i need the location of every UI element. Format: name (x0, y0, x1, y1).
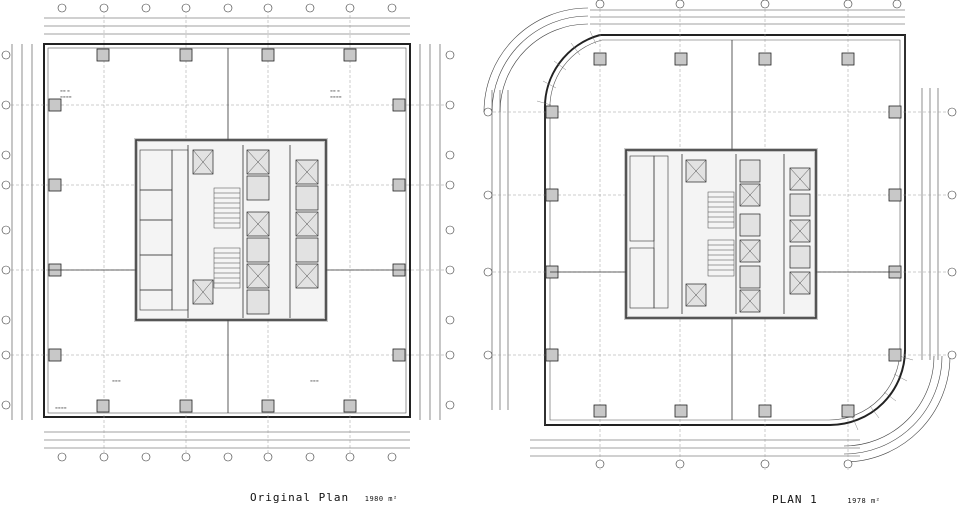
grid-bubbles-right (445, 50, 455, 410)
tenant-divider-lines (550, 40, 900, 420)
svg-text:≡≡≡: ≡≡≡ (112, 379, 121, 383)
left-dimension-lines (491, 90, 509, 410)
right-dimension-lines (419, 44, 441, 420)
grid-bubbles-left (1, 50, 11, 410)
svg-text:≡≡ ≡: ≡≡ ≡ (330, 89, 340, 93)
bottom-dimension-lines (44, 431, 410, 449)
left-dimension-lines (11, 44, 33, 420)
glazing-lines (544, 35, 906, 425)
plan-1-title: PLAN 1 (772, 493, 818, 506)
floor-slab-inner (549, 39, 901, 421)
perimeter-columns (48, 48, 406, 413)
grid-bubbles-bottom (595, 459, 853, 469)
room-annotations: ≡≡ ≡ ≡≡≡≡ ≡≡ ≡ ≡≡≡≡ ≡≡≡ ≡≡≡ ≡≡≡≡ (55, 89, 342, 410)
original-plan-caption: Original Plan 1980 m² (250, 486, 398, 505)
svg-text:≡≡ ≡: ≡≡ ≡ (60, 89, 70, 93)
grid-bubbles-right (947, 107, 957, 360)
grid-bubbles-top (595, 0, 902, 9)
stair-cores (213, 187, 241, 289)
original-plan-drawing: ≡≡ ≡ ≡≡≡≡ ≡≡ ≡ ≡≡≡≡ ≡≡≡ ≡≡≡ ≡≡≡≡ (1, 3, 455, 462)
elevator-cab-crosses (192, 149, 319, 305)
building-core (624, 148, 818, 320)
top-dimension-lines (44, 17, 410, 35)
plan-1-drawing (483, 0, 957, 470)
elevator-cab-crosses (685, 159, 811, 313)
plan-1-caption: PLAN 1 1978 m² (772, 488, 880, 507)
grid-bubbles-bottom (57, 452, 397, 462)
tenant-divider-lines (48, 48, 406, 413)
svg-text:≡≡≡≡: ≡≡≡≡ (330, 95, 342, 99)
top-dimension-lines (590, 9, 905, 25)
plan-1-area: 1978 m² (847, 497, 881, 505)
building-core (134, 138, 328, 322)
curved-dimension-arc-bottom-right (843, 355, 951, 463)
original-plan-title: Original Plan (250, 491, 350, 504)
right-dimension-lines (921, 88, 939, 360)
grid-bubbles-top (57, 3, 397, 13)
perimeter-columns (545, 52, 902, 418)
stair-cores (707, 191, 735, 277)
bottom-dimension-lines (530, 439, 860, 457)
svg-text:≡≡≡≡: ≡≡≡≡ (60, 95, 72, 99)
grid-bubbles-left (483, 107, 493, 360)
svg-text:≡≡≡≡: ≡≡≡≡ (55, 406, 67, 410)
original-plan-area: 1980 m² (364, 495, 398, 503)
floor-slab-outline (543, 34, 906, 426)
floor-slab-outline (43, 43, 411, 418)
curved-dimension-arc-top-left (483, 7, 589, 113)
floor-slab-inner (47, 47, 407, 414)
svg-text:≡≡≡: ≡≡≡ (310, 379, 319, 383)
